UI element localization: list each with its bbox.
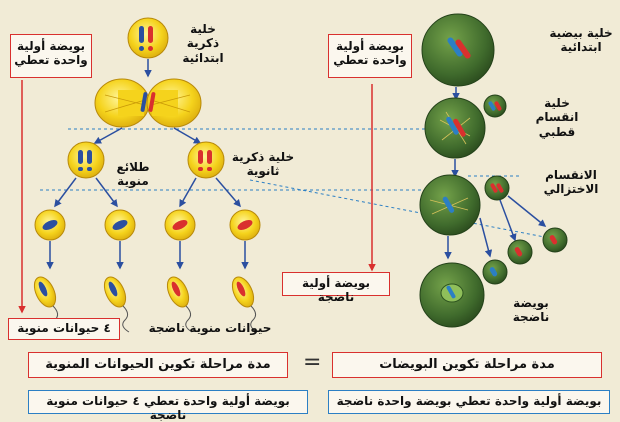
egg-period-box: مدة مراحلة تكوين البويضات bbox=[332, 352, 602, 378]
sperm-2 bbox=[103, 276, 130, 333]
spermatid-1 bbox=[34, 209, 66, 241]
reduction-division-label: الانقسام الاختزالي bbox=[543, 168, 599, 197]
equals-sign: = bbox=[303, 350, 322, 375]
left-primary-box: بويضة أولية واحدة تعطي bbox=[10, 34, 92, 78]
sperm-summary-box: بويضة أولية واحدة تعطي ٤ حيوانات منوية ن… bbox=[28, 390, 308, 422]
mature-egg-label: بويضة ناضجة bbox=[512, 296, 550, 325]
sperm-4 bbox=[231, 276, 258, 333]
spermatid-3 bbox=[164, 209, 196, 241]
primary-oocyte-label: خلية بيضية ابتدائية bbox=[549, 26, 613, 55]
polar-body-2 bbox=[507, 239, 533, 265]
polar-division-label: خلية انقسام قطبي bbox=[535, 96, 579, 139]
primary-spermatocyte bbox=[127, 17, 169, 59]
secondary-spermatocyte-label: خلية ذكرية ثانوية bbox=[231, 150, 295, 179]
polar-division-cell bbox=[424, 94, 507, 159]
sperm-period-box: مدة مراحلة تكوين الحيوانات المنوية bbox=[28, 352, 288, 378]
right-primary-box: بويضة أولية واحدة تعطي bbox=[328, 34, 412, 78]
mature-sperms-label: حيوانات منوية ناضجة bbox=[148, 321, 272, 335]
polar-body-3 bbox=[482, 259, 508, 285]
mature-primary-box: بويضة أولية ناضجة bbox=[282, 272, 390, 304]
polar-body-1 bbox=[542, 227, 568, 253]
spermatid-4 bbox=[229, 209, 261, 241]
primary-spermatocyte-label: خلية ذكرية ابتدائية bbox=[182, 22, 224, 65]
meiosis-cell bbox=[419, 174, 510, 236]
egg-summary-box: بويضة أولية واحدة تعطي بويضة واحدة ناضجة bbox=[328, 390, 610, 414]
four-sperms-box: ٤ حيوانات منوية bbox=[8, 318, 120, 340]
primary-oocyte bbox=[421, 13, 495, 87]
secondary-spermatocyte-left bbox=[67, 141, 105, 179]
dividing-spermatocyte bbox=[94, 78, 202, 128]
mature-ovum bbox=[419, 262, 485, 328]
spermatid-2 bbox=[104, 209, 136, 241]
spermatids-label: طلائع منوية bbox=[116, 160, 150, 189]
sperm-3 bbox=[166, 276, 193, 333]
secondary-spermatocyte-right bbox=[187, 141, 225, 179]
